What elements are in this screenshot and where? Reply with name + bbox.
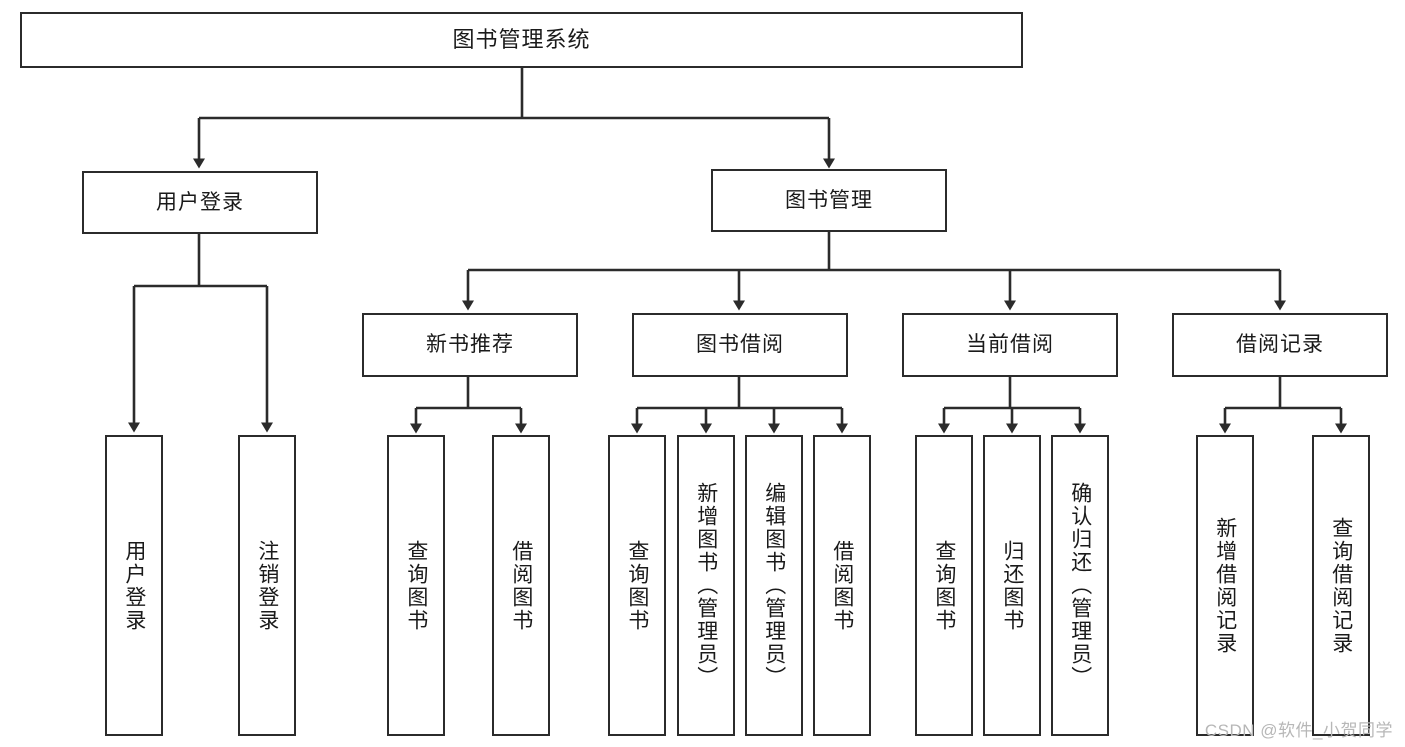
node-borrow-record-label: 借阅记录	[1236, 333, 1324, 357]
leaf-query-book-2[interactable]: 查询图书	[608, 435, 666, 736]
node-current-borrow[interactable]: 当前借阅	[902, 313, 1118, 377]
leaf-borrow-book-2[interactable]: 借阅图书	[813, 435, 871, 736]
leaf-user-login[interactable]: 用户登录	[105, 435, 163, 736]
leaf-query-book-1[interactable]: 查询图书	[387, 435, 445, 736]
leaf-logout-login[interactable]: 注销登录	[238, 435, 296, 736]
leaf-borrow-book-1[interactable]: 借阅图书	[492, 435, 550, 736]
leaf-logout-login-label: 注销登录	[255, 539, 279, 632]
leaf-borrow-book-1-label: 借阅图书	[509, 539, 533, 632]
node-current-borrow-label: 当前借阅	[966, 333, 1054, 357]
node-user-login-label: 用户登录	[156, 190, 244, 214]
watermark: CSDN @软件_小贺同学	[1204, 721, 1393, 740]
node-book-borrow[interactable]: 图书借阅	[632, 313, 848, 377]
leaf-query-book-1-label: 查询图书	[404, 539, 428, 632]
leaf-add-book-label: 新增图书（管理员）	[694, 482, 718, 689]
node-new-book-recommend[interactable]: 新书推荐	[362, 313, 578, 377]
leaf-confirm-return-label: 确认归还（管理员）	[1068, 482, 1092, 689]
node-book-management-label: 图书管理	[785, 188, 873, 212]
leaf-query-book-3-label: 查询图书	[932, 539, 956, 632]
leaf-add-record-label: 新增借阅记录	[1213, 516, 1237, 655]
leaf-add-record[interactable]: 新增借阅记录	[1196, 435, 1254, 736]
leaf-add-book[interactable]: 新增图书（管理员）	[677, 435, 735, 736]
node-root-label: 图书管理系统	[452, 26, 591, 52]
leaf-borrow-book-2-label: 借阅图书	[830, 539, 854, 632]
node-book-borrow-label: 图书借阅	[696, 333, 784, 357]
leaf-edit-book[interactable]: 编辑图书（管理员）	[745, 435, 803, 736]
leaf-query-record-label: 查询借阅记录	[1329, 516, 1353, 655]
leaf-edit-book-label: 编辑图书（管理员）	[762, 482, 786, 689]
node-new-book-recommend-label: 新书推荐	[426, 333, 514, 357]
leaf-confirm-return[interactable]: 确认归还（管理员）	[1051, 435, 1109, 736]
leaf-query-book-3[interactable]: 查询图书	[915, 435, 973, 736]
leaf-return-book-label: 归还图书	[1000, 539, 1024, 632]
node-book-management[interactable]: 图书管理	[711, 169, 947, 232]
leaf-user-login-label: 用户登录	[122, 539, 146, 632]
node-user-login[interactable]: 用户登录	[82, 171, 318, 234]
node-borrow-record[interactable]: 借阅记录	[1172, 313, 1388, 377]
leaf-return-book[interactable]: 归还图书	[983, 435, 1041, 736]
node-root[interactable]: 图书管理系统	[20, 12, 1023, 68]
leaf-query-book-2-label: 查询图书	[625, 539, 649, 632]
leaf-query-record[interactable]: 查询借阅记录	[1312, 435, 1370, 736]
